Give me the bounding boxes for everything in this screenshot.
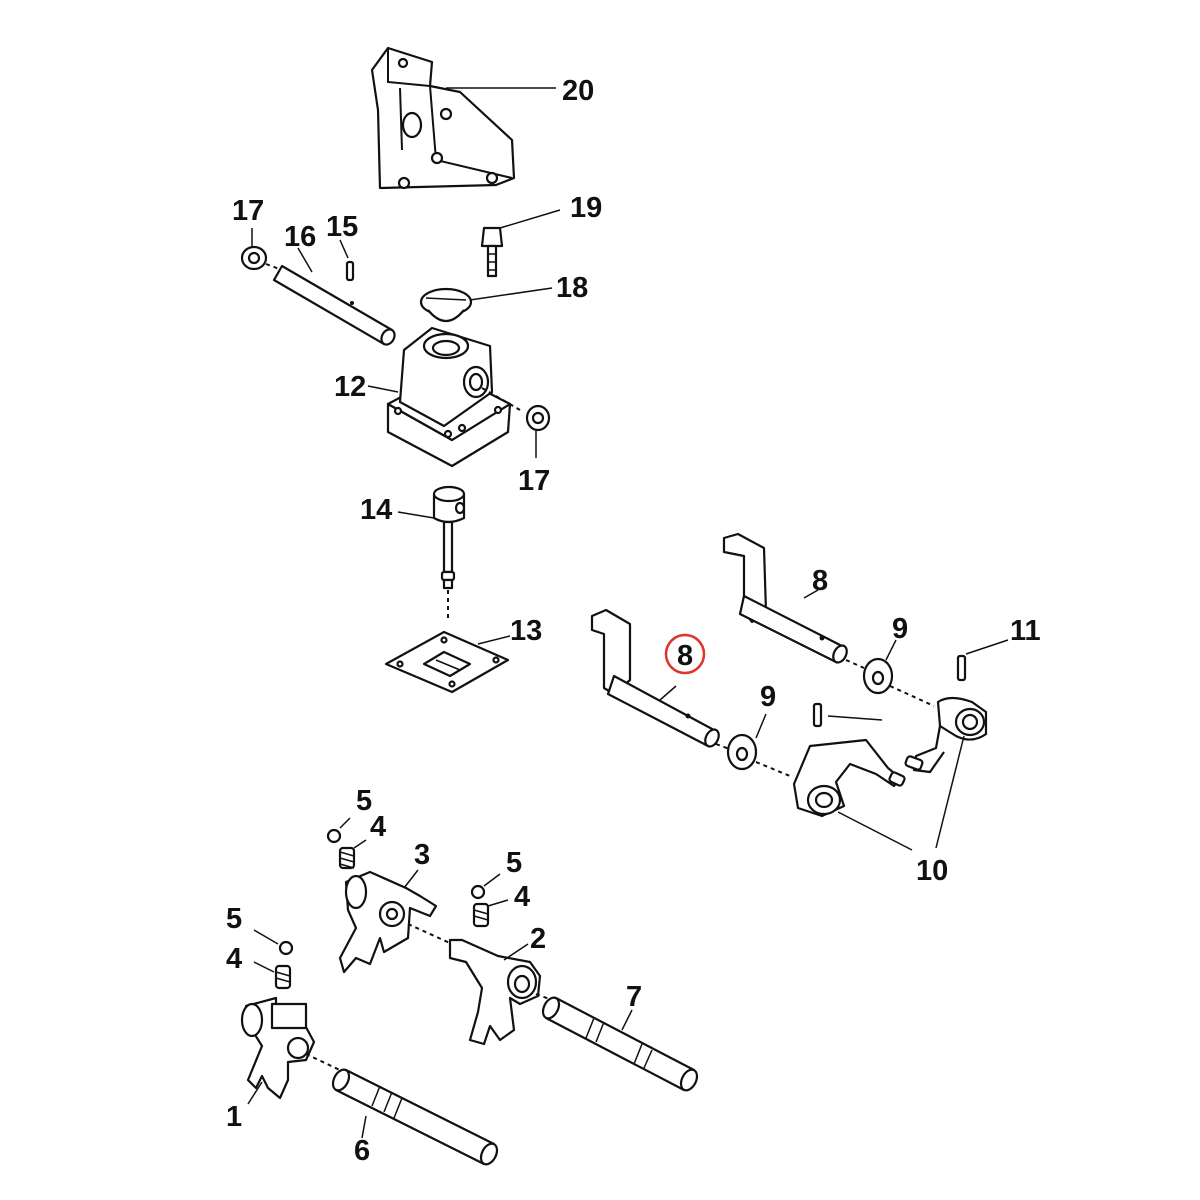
part-10-bracket-upper bbox=[904, 696, 988, 774]
part-10-bracket-lower bbox=[792, 735, 965, 851]
label-4-lower: 4 bbox=[226, 943, 242, 975]
part-1-fork bbox=[240, 996, 345, 1105]
highlight-circle bbox=[664, 633, 706, 675]
label-8-highlighted: 8 bbox=[677, 640, 693, 672]
label-10: 10 bbox=[916, 855, 948, 887]
part-11-pin bbox=[812, 639, 1009, 728]
label-5-upper: 5 bbox=[356, 785, 372, 817]
part-14-rod bbox=[397, 485, 466, 618]
label-12: 12 bbox=[334, 371, 366, 403]
label-5-lower: 5 bbox=[226, 903, 242, 935]
part-5-4-set-upper bbox=[326, 817, 367, 870]
label-9-lower: 9 bbox=[760, 681, 776, 713]
label-2: 2 bbox=[530, 923, 546, 955]
label-16: 16 bbox=[284, 221, 316, 253]
part-19-bolt bbox=[480, 209, 561, 278]
label-15: 15 bbox=[326, 211, 358, 243]
label-11: 11 bbox=[1010, 615, 1041, 647]
callout-labels: 20 19 18 17 16 15 12 17 14 13 8 8 9 9 11… bbox=[226, 75, 1041, 1167]
part-18-cap bbox=[419, 287, 553, 323]
label-18: 18 bbox=[556, 272, 588, 304]
part-3-fork bbox=[338, 869, 453, 974]
part-9-washer-lower bbox=[726, 713, 791, 777]
label-9-upper: 9 bbox=[892, 613, 908, 645]
label-1: 1 bbox=[226, 1101, 242, 1133]
label-17-lower: 17 bbox=[518, 465, 550, 497]
part-5-4-set-middle bbox=[470, 873, 509, 928]
part-17-bushing-right bbox=[525, 404, 551, 458]
part-8-lever-lower bbox=[590, 608, 733, 751]
label-6: 6 bbox=[354, 1135, 370, 1167]
label-4-upper: 4 bbox=[370, 811, 386, 843]
label-7: 7 bbox=[626, 981, 642, 1013]
part-7-shaft bbox=[541, 996, 699, 1092]
part-8-lever-upper bbox=[722, 532, 865, 669]
label-13: 13 bbox=[510, 615, 542, 647]
label-19: 19 bbox=[570, 192, 602, 224]
part-13-gasket bbox=[384, 630, 511, 694]
label-17-upper: 17 bbox=[232, 195, 264, 227]
label-8-upper: 8 bbox=[812, 565, 828, 597]
part-16-shaft bbox=[272, 247, 396, 346]
part-2-fork bbox=[448, 938, 553, 1046]
part-6-shaft bbox=[331, 1068, 499, 1166]
part-20-bracket bbox=[370, 46, 556, 190]
label-20: 20 bbox=[562, 75, 594, 107]
label-4-middle: 4 bbox=[514, 881, 530, 913]
part-15-pin bbox=[339, 239, 355, 282]
part-17-bushing-left bbox=[240, 228, 283, 271]
label-3: 3 bbox=[414, 839, 430, 871]
part-12-housing bbox=[367, 326, 521, 468]
part-9-washer-upper bbox=[862, 639, 935, 707]
label-5-middle: 5 bbox=[506, 847, 522, 879]
label-14: 14 bbox=[360, 494, 392, 526]
part-5-4-set-lower bbox=[253, 929, 294, 990]
